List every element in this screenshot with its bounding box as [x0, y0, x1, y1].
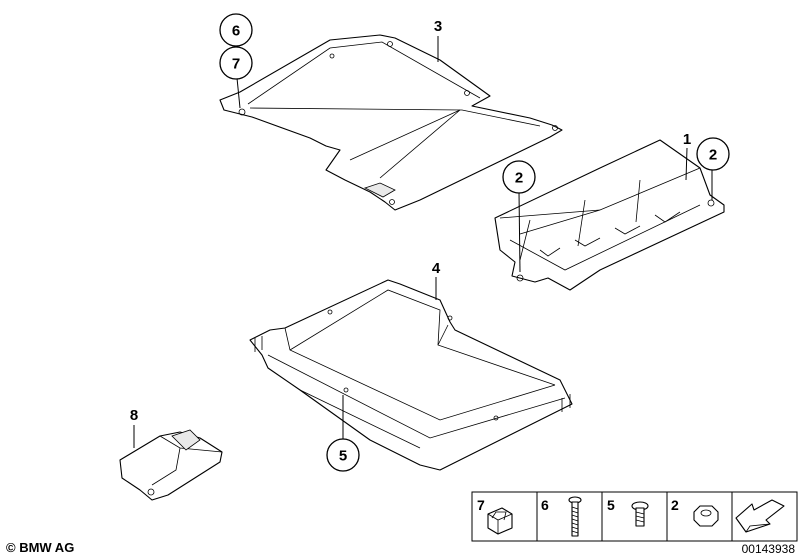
- legend-num-7: 7: [477, 497, 485, 513]
- callout-5: 5: [326, 438, 360, 472]
- copyright-text: © BMW AG: [6, 540, 74, 555]
- svg-text:5: 5: [339, 448, 347, 465]
- screw-icon: [568, 496, 582, 537]
- part-1-control-unit: [494, 139, 725, 291]
- legend-num-6: 6: [541, 497, 549, 513]
- svg-text:2: 2: [515, 170, 523, 187]
- label-8: 8: [130, 407, 138, 424]
- part-8-bracket: [119, 429, 223, 501]
- drawing-number: 00143938: [742, 542, 796, 556]
- svg-text:2: 2: [709, 147, 717, 164]
- leader-lines: [133, 36, 713, 448]
- bolt-icon: [631, 501, 649, 527]
- legend-num-5: 5: [607, 497, 615, 513]
- callout-7: 7: [219, 46, 253, 80]
- callout-2-right: 2: [696, 137, 730, 171]
- callout-2-left: 2: [502, 160, 536, 194]
- label-3: 3: [434, 18, 442, 35]
- direction-arrow-icon: [735, 499, 785, 533]
- label-1: 1: [683, 131, 691, 148]
- legend-num-2: 2: [671, 497, 679, 513]
- callout-6: 6: [219, 13, 253, 47]
- part-4-tray: [249, 279, 573, 471]
- svg-text:6: 6: [232, 23, 240, 40]
- svg-text:7: 7: [232, 56, 240, 73]
- legend-strip: 7 6 5 2: [471, 491, 798, 542]
- label-4: 4: [432, 260, 441, 277]
- part-3-cover-plate: [219, 34, 563, 211]
- clip-nut-icon: [487, 507, 513, 535]
- nut-icon: [693, 505, 719, 527]
